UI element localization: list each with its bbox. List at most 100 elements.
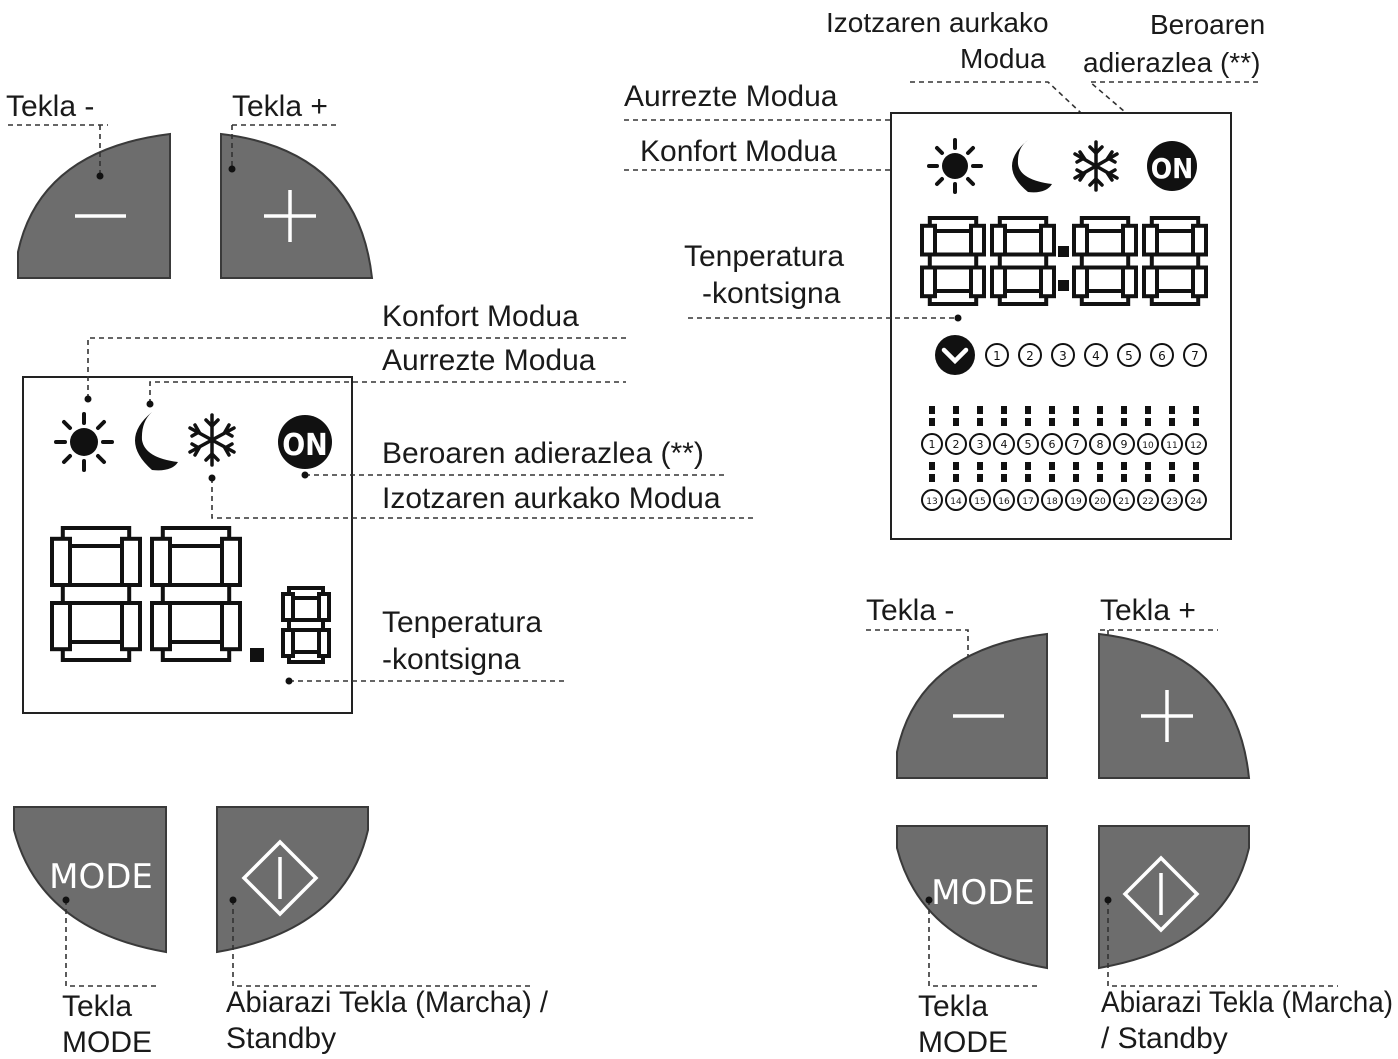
hour-24: 24 (1185, 462, 1207, 511)
svg-text:1: 1 (993, 349, 1001, 363)
hour-21: 21 (1113, 462, 1135, 511)
right-heat-label-1: Beroaren (1150, 9, 1265, 40)
left-mode-key-label-2: MODE (62, 1026, 152, 1059)
right-mode-leader (928, 900, 1040, 987)
left-on-badge: ON (278, 415, 332, 469)
left-plus-key-label: Tekla + (232, 90, 328, 123)
hour-11: 11 (1161, 406, 1183, 455)
left-antifreeze-label: Izotzaren aurkako Modua (382, 482, 721, 515)
svg-text:17: 17 (1022, 497, 1033, 507)
hour-13: 13 (921, 462, 943, 511)
day-3: 3 (1051, 343, 1075, 367)
svg-text:2: 2 (953, 438, 960, 451)
svg-text:5: 5 (1025, 438, 1032, 451)
svg-text:3: 3 (1059, 349, 1067, 363)
left-eco-leader (149, 381, 626, 404)
right-snowflake-icon (1073, 140, 1119, 192)
left-standby-key[interactable] (216, 806, 369, 954)
right-moon-icon (1012, 140, 1052, 193)
right-digit-1 (920, 216, 986, 306)
left-eco-label: Aurrezte Modua (382, 344, 596, 377)
left-mode-key[interactable]: MODE (13, 806, 167, 954)
right-standby-dot (1104, 896, 1112, 904)
hour-14: 14 (945, 462, 967, 511)
svg-text:20: 20 (1094, 497, 1106, 507)
hour-17: 17 (1017, 462, 1039, 511)
hour-8: 8 (1089, 406, 1111, 455)
svg-text:6: 6 (1049, 438, 1056, 451)
right-mode-key-label-1: Tekla (918, 990, 988, 1023)
svg-text:7: 7 (1073, 438, 1080, 451)
right-digit-2 (990, 216, 1056, 306)
left-heat-dot (301, 471, 309, 479)
hour-6: 6 (1041, 406, 1063, 455)
svg-text:10: 10 (1142, 441, 1154, 451)
right-on-badge: ON (1147, 141, 1197, 191)
left-standby-leader (232, 900, 530, 987)
left-plus-key[interactable] (220, 132, 374, 279)
day-6: 6 (1150, 343, 1174, 367)
svg-text:ON: ON (282, 428, 328, 463)
svg-text:1: 1 (929, 438, 936, 451)
left-moon-icon (135, 412, 178, 471)
svg-text:MODE: MODE (49, 857, 153, 897)
day-selector-icon (935, 335, 975, 375)
left-mode-key-label-1: Tekla (62, 990, 132, 1023)
right-mode-key-label-2: MODE (918, 1026, 1008, 1059)
hour-22: 22 (1137, 462, 1159, 511)
hour-20: 20 (1089, 462, 1111, 511)
right-setpoint-label-1: Tenperatura (684, 240, 844, 273)
right-mode-key[interactable]: MODE (896, 825, 1048, 970)
right-antifreeze-label-1: Izotzaren aurkako (826, 7, 1049, 38)
svg-text:4: 4 (1092, 349, 1100, 363)
left-digit-3 (281, 586, 331, 664)
left-plus-leader (231, 124, 340, 169)
right-heat-label-2: adierazlea (**) (1083, 47, 1260, 78)
left-minus-dot (96, 172, 104, 180)
right-clock-digits (920, 216, 1208, 306)
left-digit-1 (50, 526, 142, 662)
left-mode-leader (65, 900, 160, 987)
svg-text:24: 24 (1190, 497, 1202, 507)
right-minus-key-label: Tekla - (866, 594, 954, 627)
svg-text:21: 21 (1118, 497, 1129, 507)
day-7: 7 (1183, 343, 1207, 367)
left-setpoint-label-1: Tenperatura (382, 606, 542, 639)
left-minus-leader (8, 124, 108, 176)
left-comfort-label: Konfort Modua (382, 300, 579, 333)
hour-7: 7 (1065, 406, 1087, 455)
right-antifreeze-label-2: Modua (960, 43, 1046, 74)
hour-3: 3 (969, 406, 991, 455)
right-standby-key[interactable] (1098, 825, 1250, 970)
right-minus-key[interactable] (896, 632, 1048, 779)
svg-text:2: 2 (1026, 349, 1034, 363)
hour-16: 16 (993, 462, 1015, 511)
right-standby-key-label-1: Abiarazi Tekla (Marcha) (1101, 986, 1393, 1019)
right-plus-key[interactable] (1098, 632, 1251, 779)
right-plus-key-label: Tekla + (1100, 594, 1196, 627)
day-4: 4 (1084, 343, 1108, 367)
left-minus-key[interactable] (17, 132, 171, 279)
left-standby-key-label-2: Standby (226, 1022, 336, 1055)
hour-5: 5 (1017, 406, 1039, 455)
hour-19: 19 (1065, 462, 1087, 511)
svg-text:22: 22 (1142, 497, 1153, 507)
right-sun-icon (927, 138, 983, 194)
svg-text:23: 23 (1166, 497, 1177, 507)
left-setpoint-digits (50, 526, 331, 664)
day-1: 1 (985, 343, 1009, 367)
left-setpoint-label-2: -kontsigna (382, 643, 521, 676)
day-2: 2 (1018, 343, 1042, 367)
right-standby-key-label-2: / Standby (1101, 1022, 1228, 1055)
right-setpoint-label-2: -kontsigna (702, 277, 841, 310)
hour-9: 9 (1113, 406, 1135, 455)
left-comfort-dot (84, 395, 92, 403)
left-sun-icon (54, 412, 114, 472)
right-minus-leader (866, 629, 969, 678)
left-eco-dot (146, 400, 154, 408)
left-standby-key-label-1: Abiarazi Tekla (Marcha) / (226, 986, 549, 1019)
left-antifreeze-dot (208, 474, 216, 482)
